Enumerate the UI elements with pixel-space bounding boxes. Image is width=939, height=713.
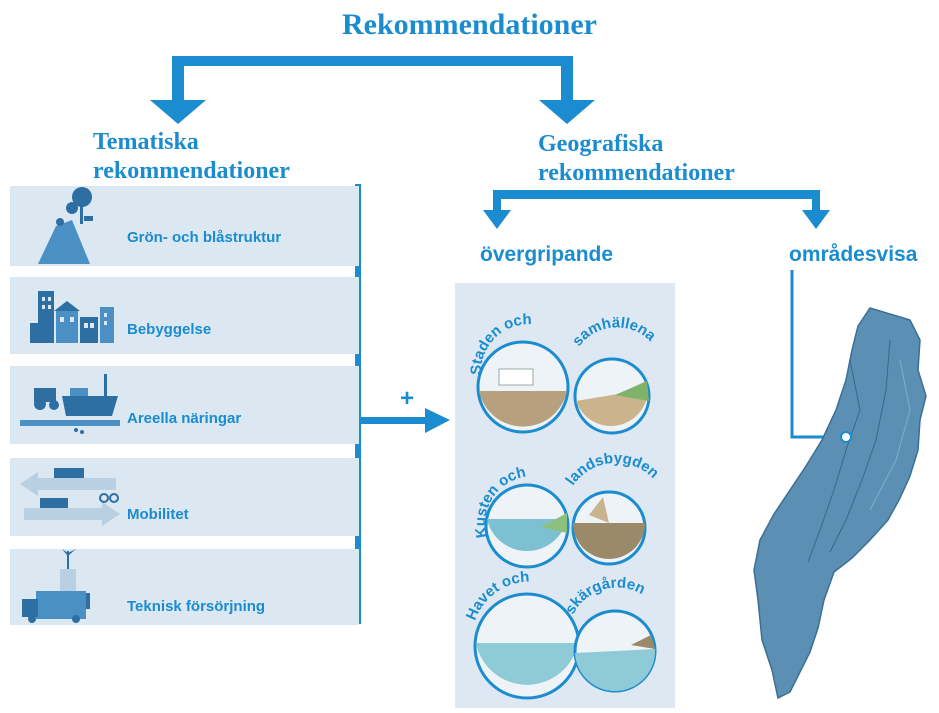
theme-box-gron-bla: Grön- och blåstruktur: [10, 186, 359, 266]
buildings-icon: [30, 291, 114, 343]
circle-text-skargarden: skärgården: [562, 574, 648, 617]
theme-label-bebyggelse: Bebyggelse: [127, 321, 212, 338]
svg-text:landsbygden: landsbygden: [562, 450, 662, 489]
theme-label-teknisk: Teknisk försörjning: [127, 598, 266, 615]
geographic-circles-panel: Staden och samhällena Kusten och landsby…: [455, 283, 675, 708]
circle-group-kusten: Kusten och landsbygden: [472, 450, 662, 569]
theme-label-gron-bla: Grön- och blåstruktur: [127, 229, 282, 246]
overarching-label: övergripande: [480, 243, 614, 266]
theme-box-mobilitet: Mobilitet: [10, 458, 359, 536]
thematic-title-line1: Tematiska: [93, 129, 199, 155]
circle-illustrations: Staden och samhällena Kusten och landsby…: [463, 311, 662, 700]
geographic-title-line2: rekommendationer: [538, 160, 735, 186]
circle-text-samhallena: samhällena: [569, 314, 660, 349]
main-title: Rekommendationer: [342, 8, 597, 41]
theme-box-bebyggelse: Bebyggelse: [10, 277, 359, 354]
circle-text-landsbygden: landsbygden: [562, 450, 662, 489]
svg-text:samhällena: samhällena: [569, 314, 660, 349]
utility-truck-icon: [22, 549, 90, 623]
theme-label-mobilitet: Mobilitet: [127, 506, 189, 523]
geographic-title-line1: Geografiska: [538, 131, 664, 157]
theme-label-areella: Areella näringar: [127, 410, 242, 427]
circle-group-havet: Havet och skärgården: [463, 568, 657, 700]
theme-box-areella: Areella näringar: [10, 366, 359, 444]
transport-arrows-icon: [20, 468, 120, 526]
geographic-title: Geografiska rekommendationer: [538, 130, 735, 188]
thematic-title: Tematiska rekommendationer: [93, 128, 290, 186]
theme-box-teknisk: Teknisk försörjning: [10, 549, 359, 625]
hill-tree-icon: [38, 187, 93, 264]
tractor-boat-icon: [20, 374, 120, 434]
svg-text:skärgården: skärgården: [562, 574, 648, 617]
circle-group-staden: Staden och samhällena: [468, 311, 660, 435]
thematic-title-line2: rekommendationer: [93, 158, 290, 184]
region-map: [753, 307, 927, 700]
area-label: områdesvisa: [789, 243, 918, 266]
plus-sign: +: [400, 385, 415, 412]
